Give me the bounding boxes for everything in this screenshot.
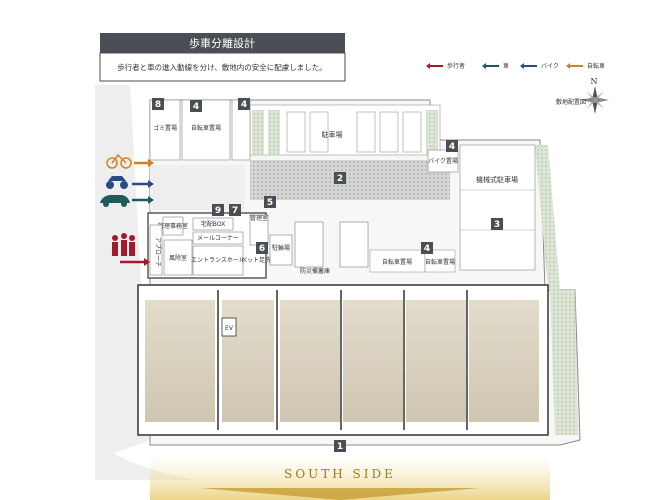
elevator xyxy=(221,317,237,337)
svg-text:歩行者: 歩行者 xyxy=(447,62,465,70)
svg-text:自転車: 自転車 xyxy=(587,62,605,70)
svg-text:車: 車 xyxy=(503,62,509,70)
south-pointer xyxy=(200,488,480,500)
label-windbreak: 風除室 xyxy=(169,254,187,262)
stair-b xyxy=(339,221,369,268)
driveway xyxy=(150,165,245,210)
marker-4d xyxy=(421,242,433,254)
svg-text:7: 7 xyxy=(232,206,238,216)
label-bike: バイク置場 xyxy=(428,157,458,165)
delivery-box xyxy=(192,217,234,231)
entrance-hall xyxy=(192,245,244,276)
marker-4b xyxy=(238,98,250,110)
marker-1 xyxy=(334,440,346,452)
approach xyxy=(149,224,163,276)
svg-text:5: 5 xyxy=(267,198,273,208)
header-subtitle-box xyxy=(99,52,346,82)
svg-text:2: 2 xyxy=(337,174,343,184)
legend-item-pedestrian: 歩行者 xyxy=(426,62,465,70)
legend-item-bike: バイク xyxy=(520,63,559,70)
motorbike-arrow xyxy=(106,176,154,189)
mechanical-parking xyxy=(459,144,536,271)
marker-4a xyxy=(190,100,202,112)
svg-text:1: 1 xyxy=(337,442,343,452)
svg-text:4: 4 xyxy=(193,102,199,112)
south-side-label: SOUTH SIDE xyxy=(284,467,396,481)
compass-north-label: N xyxy=(591,77,598,86)
label-disaster-storage: 防災備蓄庫 xyxy=(300,267,330,275)
label-pet-washing: ペット足洗い場 xyxy=(241,256,283,264)
label-garbage: ゴミ置場 xyxy=(153,124,177,132)
legend-item-car: 車 xyxy=(482,62,509,70)
marker-7 xyxy=(229,204,241,216)
header-title: 歩車分離設計 xyxy=(189,36,255,50)
svg-text:6: 6 xyxy=(259,244,265,254)
marker-8 xyxy=(152,98,164,110)
label-parking: 駐車場 xyxy=(322,130,343,139)
site-plan-label: 敷地配置図 xyxy=(556,98,586,106)
label-ev: EV xyxy=(225,325,234,332)
car-arrow xyxy=(100,195,154,207)
header-subtitle: 歩行者と車の進入動線を分け、敷地内の安全に配慮しました。 xyxy=(117,62,327,72)
courtyard xyxy=(250,160,450,200)
bicycle-rack xyxy=(269,234,293,266)
marker-3 xyxy=(491,218,503,230)
label-mail-corner: メールコーナー xyxy=(197,235,239,242)
label-mechanical-parking: 機械式駐車場 xyxy=(476,175,518,184)
bicycle-room-d xyxy=(424,249,456,273)
label-bicycle-a: 自転車置場 xyxy=(191,124,221,132)
green-right xyxy=(535,145,560,290)
label-management-room: 管理室 xyxy=(250,214,268,222)
svg-text:4: 4 xyxy=(449,142,455,152)
parking-stalls xyxy=(252,110,438,155)
label-delivery-box: 宅配BOX xyxy=(201,220,225,228)
svg-text:4: 4 xyxy=(424,244,430,254)
pedestrian-arrow xyxy=(112,233,150,266)
bike-parking xyxy=(427,149,459,173)
label-bicycle-d: 自転車置場 xyxy=(425,258,455,266)
compass-icon: N xyxy=(581,77,609,114)
number-markers: 1 2 3 4 4 4 4 5 6 7 8 9 xyxy=(152,98,503,452)
marker-2 xyxy=(334,172,346,184)
legend: 歩行者 車 バイク 自転車 xyxy=(426,62,605,70)
windbreak-room xyxy=(163,239,193,276)
marker-5 xyxy=(264,196,276,208)
label-bicycle-c: 自転車置場 xyxy=(382,258,412,266)
dwelling-units xyxy=(145,300,539,422)
label-management-office: 管理事務室 xyxy=(158,222,188,230)
entry-arrows xyxy=(100,153,154,266)
label-bicycle-rack: 駐輪場 xyxy=(272,244,290,252)
bicycle-arrow xyxy=(106,153,154,169)
management-office xyxy=(162,216,184,236)
svg-text:バイク: バイク xyxy=(541,63,559,70)
svg-text:9: 9 xyxy=(215,206,221,216)
legend-item-bicycle: 自転車 xyxy=(566,62,605,70)
marker-9 xyxy=(212,204,224,216)
label-entrance-hall: エントランスホール xyxy=(191,257,245,264)
marker-6 xyxy=(256,242,268,254)
green-right-lower xyxy=(550,290,578,435)
mail-corner xyxy=(192,231,244,245)
svg-text:3: 3 xyxy=(494,220,500,230)
svg-text:8: 8 xyxy=(155,100,161,110)
road-left xyxy=(95,85,150,460)
header-title-bar xyxy=(100,33,345,53)
marker-4c xyxy=(446,140,458,152)
road-corner xyxy=(95,440,200,480)
label-approach: アプローチ xyxy=(154,237,161,267)
svg-text:4: 4 xyxy=(241,100,247,110)
stair-a xyxy=(294,221,324,268)
